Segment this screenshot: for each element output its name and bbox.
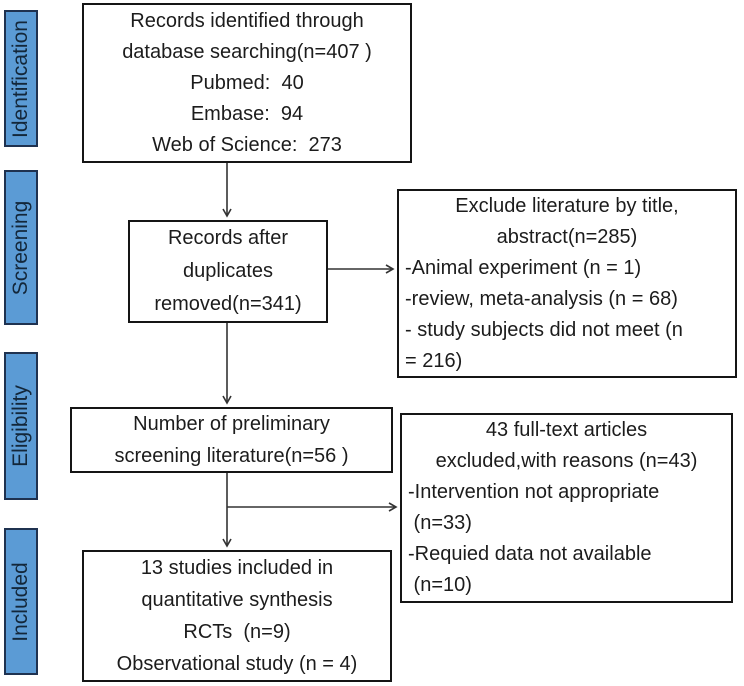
stage-screening: Screening xyxy=(4,170,38,325)
box-fulltext-excluded-line: -Requied data not available xyxy=(408,543,652,565)
box-fulltext-excluded-line: (n=10) xyxy=(408,574,472,596)
stage-identification: Identification xyxy=(4,10,38,147)
box-studies-included: 13 studies included in quantitative synt… xyxy=(82,550,392,682)
box-excluded-title-abstract-line: -Animal experiment (n = 1) xyxy=(405,256,642,279)
stage-identification-label: Identification xyxy=(9,19,32,138)
box-records-identified-line: Records identified through xyxy=(130,9,364,32)
box-studies-included-line: Observational study (n = 4) xyxy=(116,653,358,675)
box-studies-included-line: RCTs (n=9) xyxy=(183,621,291,643)
box-preliminary-screening-line: screening literature(n=56 ) xyxy=(114,445,349,467)
box-fulltext-excluded-line: -Intervention not appropriate xyxy=(408,481,660,503)
box-excluded-title-abstract-line: -review, meta-analysis (n = 68) xyxy=(405,287,678,310)
stage-screening-label: Screening xyxy=(9,200,32,295)
box-records-identified-line: Web of Science: 273 xyxy=(152,133,342,156)
box-duplicates-removed-line: removed(n=341) xyxy=(154,293,302,315)
stage-included: Included xyxy=(4,528,38,675)
box-excluded-title-abstract-line: = 216) xyxy=(405,349,463,372)
box-excluded-title-abstract-line: Exclude literature by title, xyxy=(455,194,679,217)
box-records-identified-line: database searching(n=407 ) xyxy=(122,40,372,63)
box-excluded-title-abstract-line: - study subjects did not meet (n xyxy=(405,318,683,341)
box-excluded-title-abstract-line: abstract(n=285) xyxy=(496,225,638,248)
box-records-identified-line: Embase: 94 xyxy=(190,102,304,125)
box-fulltext-excluded-line: (n=33) xyxy=(408,512,472,534)
box-duplicates-removed-line: duplicates xyxy=(182,260,274,282)
box-duplicates-removed-line: Records after xyxy=(167,227,289,249)
stage-included-label: Included xyxy=(9,561,32,642)
box-excluded-title-abstract: Exclude literature by title, abstract(n=… xyxy=(397,189,737,378)
box-preliminary-screening-line: Number of preliminary xyxy=(133,413,330,435)
box-fulltext-excluded-line: excluded,with reasons (n=43) xyxy=(435,450,698,472)
stage-eligibility-label: Eligibility xyxy=(9,385,32,467)
box-records-identified-line: Pubmed: 40 xyxy=(190,71,304,94)
box-duplicates-removed: Records after duplicates removed(n=341) xyxy=(128,220,328,323)
box-fulltext-excluded-line: 43 full-text articles xyxy=(485,419,648,441)
box-records-identified: Records identified through database sear… xyxy=(82,3,412,163)
stage-eligibility: Eligibility xyxy=(4,352,38,500)
box-studies-included-line: 13 studies included in xyxy=(140,557,334,579)
box-fulltext-excluded: 43 full-text articles excluded,with reas… xyxy=(400,413,733,603)
box-preliminary-screening: Number of preliminary screening literatu… xyxy=(70,407,393,473)
box-studies-included-line: quantitative synthesis xyxy=(141,589,333,611)
